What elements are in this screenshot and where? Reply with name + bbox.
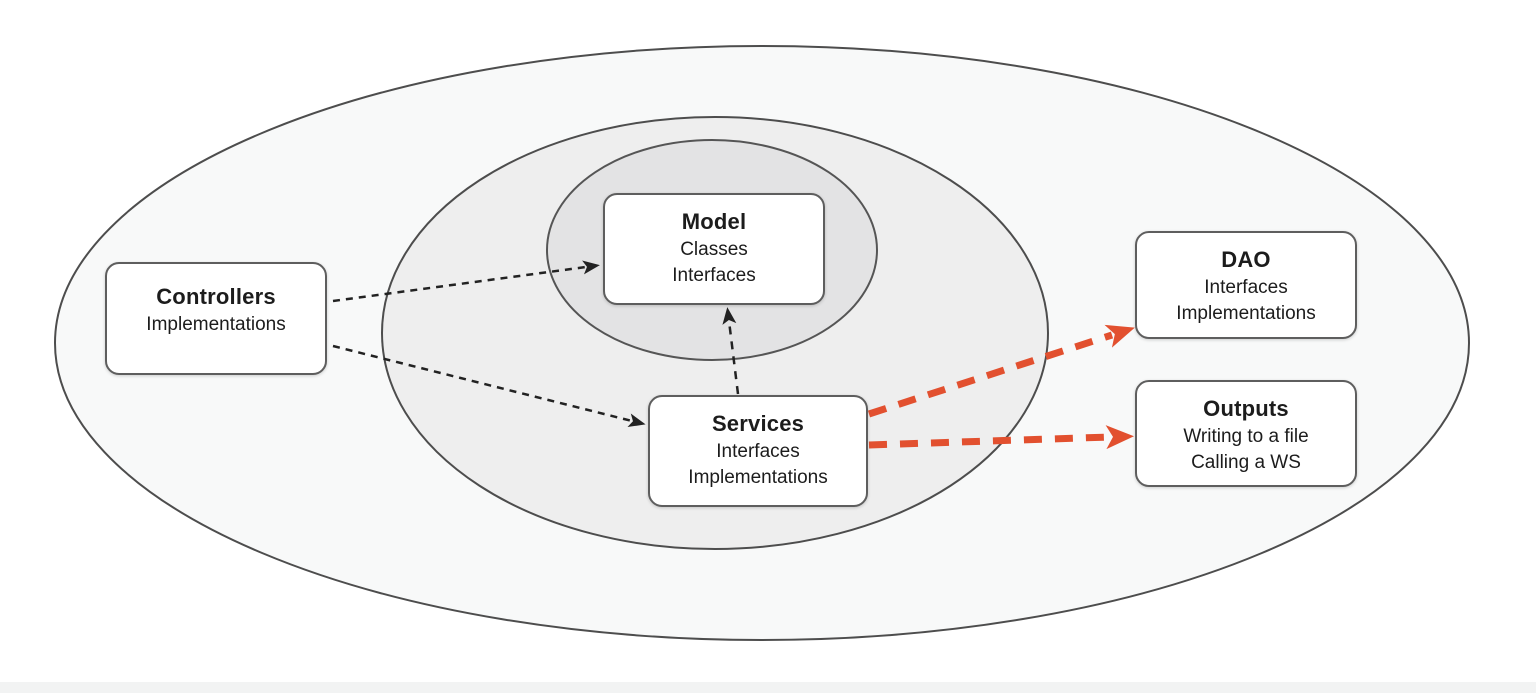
node-services-line: Implementations	[688, 467, 828, 488]
node-dao-line: Interfaces	[1204, 277, 1288, 298]
node-controllers: Controllers Implementations	[105, 262, 327, 375]
node-dao-line: Implementations	[1176, 303, 1316, 324]
node-model-line: Interfaces	[672, 265, 756, 286]
node-outputs-line: Calling a WS	[1191, 452, 1301, 473]
node-outputs: Outputs Writing to a file Calling a WS	[1135, 380, 1357, 487]
node-controllers-line: Implementations	[146, 314, 286, 335]
edge-services-to-outputs	[868, 425, 1134, 450]
node-model-line: Classes	[680, 239, 748, 260]
node-services: Services Interfaces Implementations	[648, 395, 868, 507]
node-services-title: Services	[711, 411, 805, 436]
edge-controllers-to-model	[332, 260, 600, 303]
node-outputs-line: Writing to a file	[1183, 426, 1309, 447]
node-services-line: Interfaces	[716, 441, 800, 462]
edge-services-to-model	[722, 307, 740, 395]
edge-services-to-dao	[867, 324, 1135, 418]
node-dao-title: DAO	[1221, 247, 1271, 272]
node-controllers-title: Controllers	[156, 284, 276, 309]
bottom-edge-strip	[0, 682, 1536, 693]
node-outputs-title: Outputs	[1203, 396, 1289, 421]
node-model: Model Classes Interfaces	[603, 193, 825, 305]
node-dao: DAO Interfaces Implementations	[1135, 231, 1357, 339]
node-model-title: Model	[681, 209, 747, 234]
